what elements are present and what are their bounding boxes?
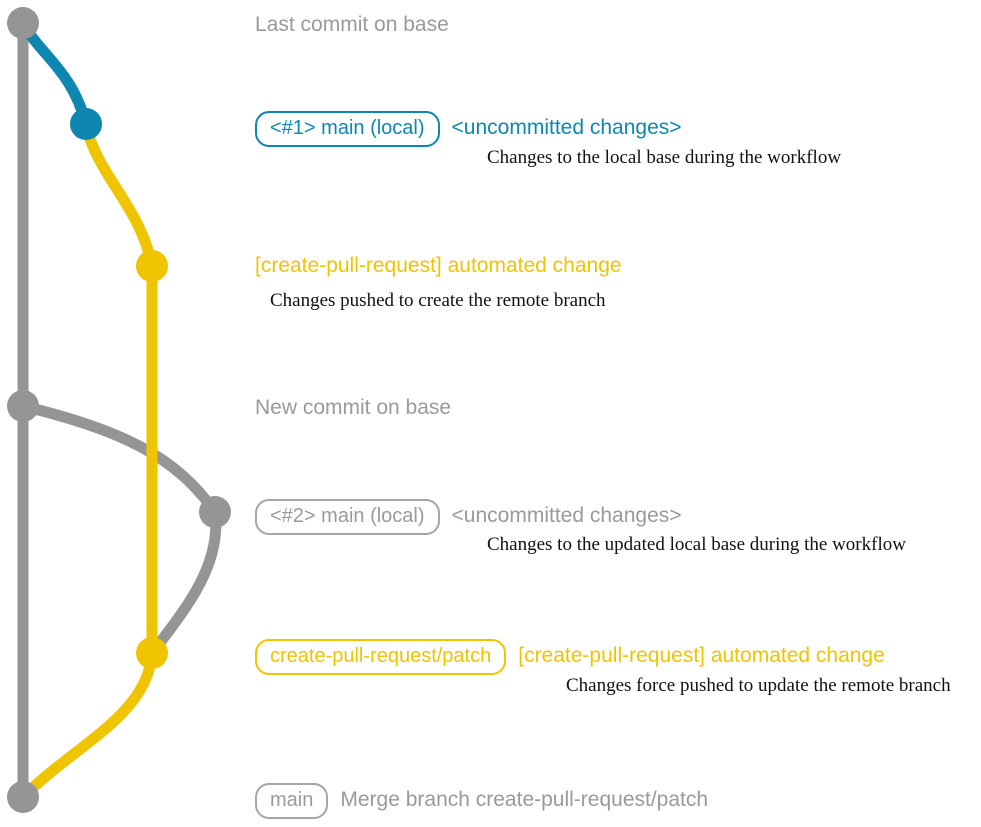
note-patch-2: Changes force pushed to update the remot… [566, 675, 951, 696]
commit-node-base-2[interactable] [7, 390, 39, 422]
row-local-2: <#2> main (local) <uncommitted changes> [255, 499, 682, 535]
commit-node-local-2[interactable] [199, 496, 231, 528]
label-new-commit-on-base: New commit on base [255, 396, 452, 419]
label-last-commit-on-base: Last commit on base [255, 13, 449, 36]
commit-subject-local-1: <uncommitted changes> [451, 116, 682, 139]
edge-patch-to-merge [17, 647, 158, 803]
ref-pill-local-1[interactable]: <#1> main (local) [255, 111, 440, 147]
note-patch-1: Changes pushed to create the remote bran… [270, 290, 606, 311]
commit-node-merge[interactable] [7, 781, 39, 813]
row-local-1: <#1> main (local) <uncommitted changes> [255, 111, 682, 147]
commit-node-patch-2[interactable] [136, 637, 168, 669]
edge-local1-to-patch1 [80, 118, 158, 272]
commit-node-base-1[interactable] [7, 7, 39, 39]
commit-subject-patch-2: [create-pull-request] automated change [518, 644, 885, 667]
edge-local2-to-patch2 [146, 506, 222, 659]
note-local-2: Changes to the updated local base during… [487, 534, 906, 555]
commit-subject-merge: Merge branch create-pull-request/patch [340, 788, 709, 811]
edge-base-to-local2 [17, 400, 221, 518]
commit-node-patch-1[interactable] [136, 250, 168, 282]
edge-base-to-local1 [17, 17, 92, 130]
commit-subject-patch-1: [create-pull-request] automated change [255, 254, 622, 277]
note-local-1: Changes to the local base during the wor… [487, 147, 842, 168]
ref-pill-main[interactable]: main [255, 783, 329, 819]
ref-pill-local-2[interactable]: <#2> main (local) [255, 499, 440, 535]
ref-pill-patch-branch[interactable]: create-pull-request/patch [255, 639, 507, 675]
row-merge: main Merge branch create-pull-request/pa… [255, 783, 708, 819]
commit-node-local-1[interactable] [70, 108, 102, 140]
commit-subject-local-2: <uncommitted changes> [451, 504, 682, 527]
row-patch-2: create-pull-request/patch [create-pull-r… [255, 639, 885, 675]
